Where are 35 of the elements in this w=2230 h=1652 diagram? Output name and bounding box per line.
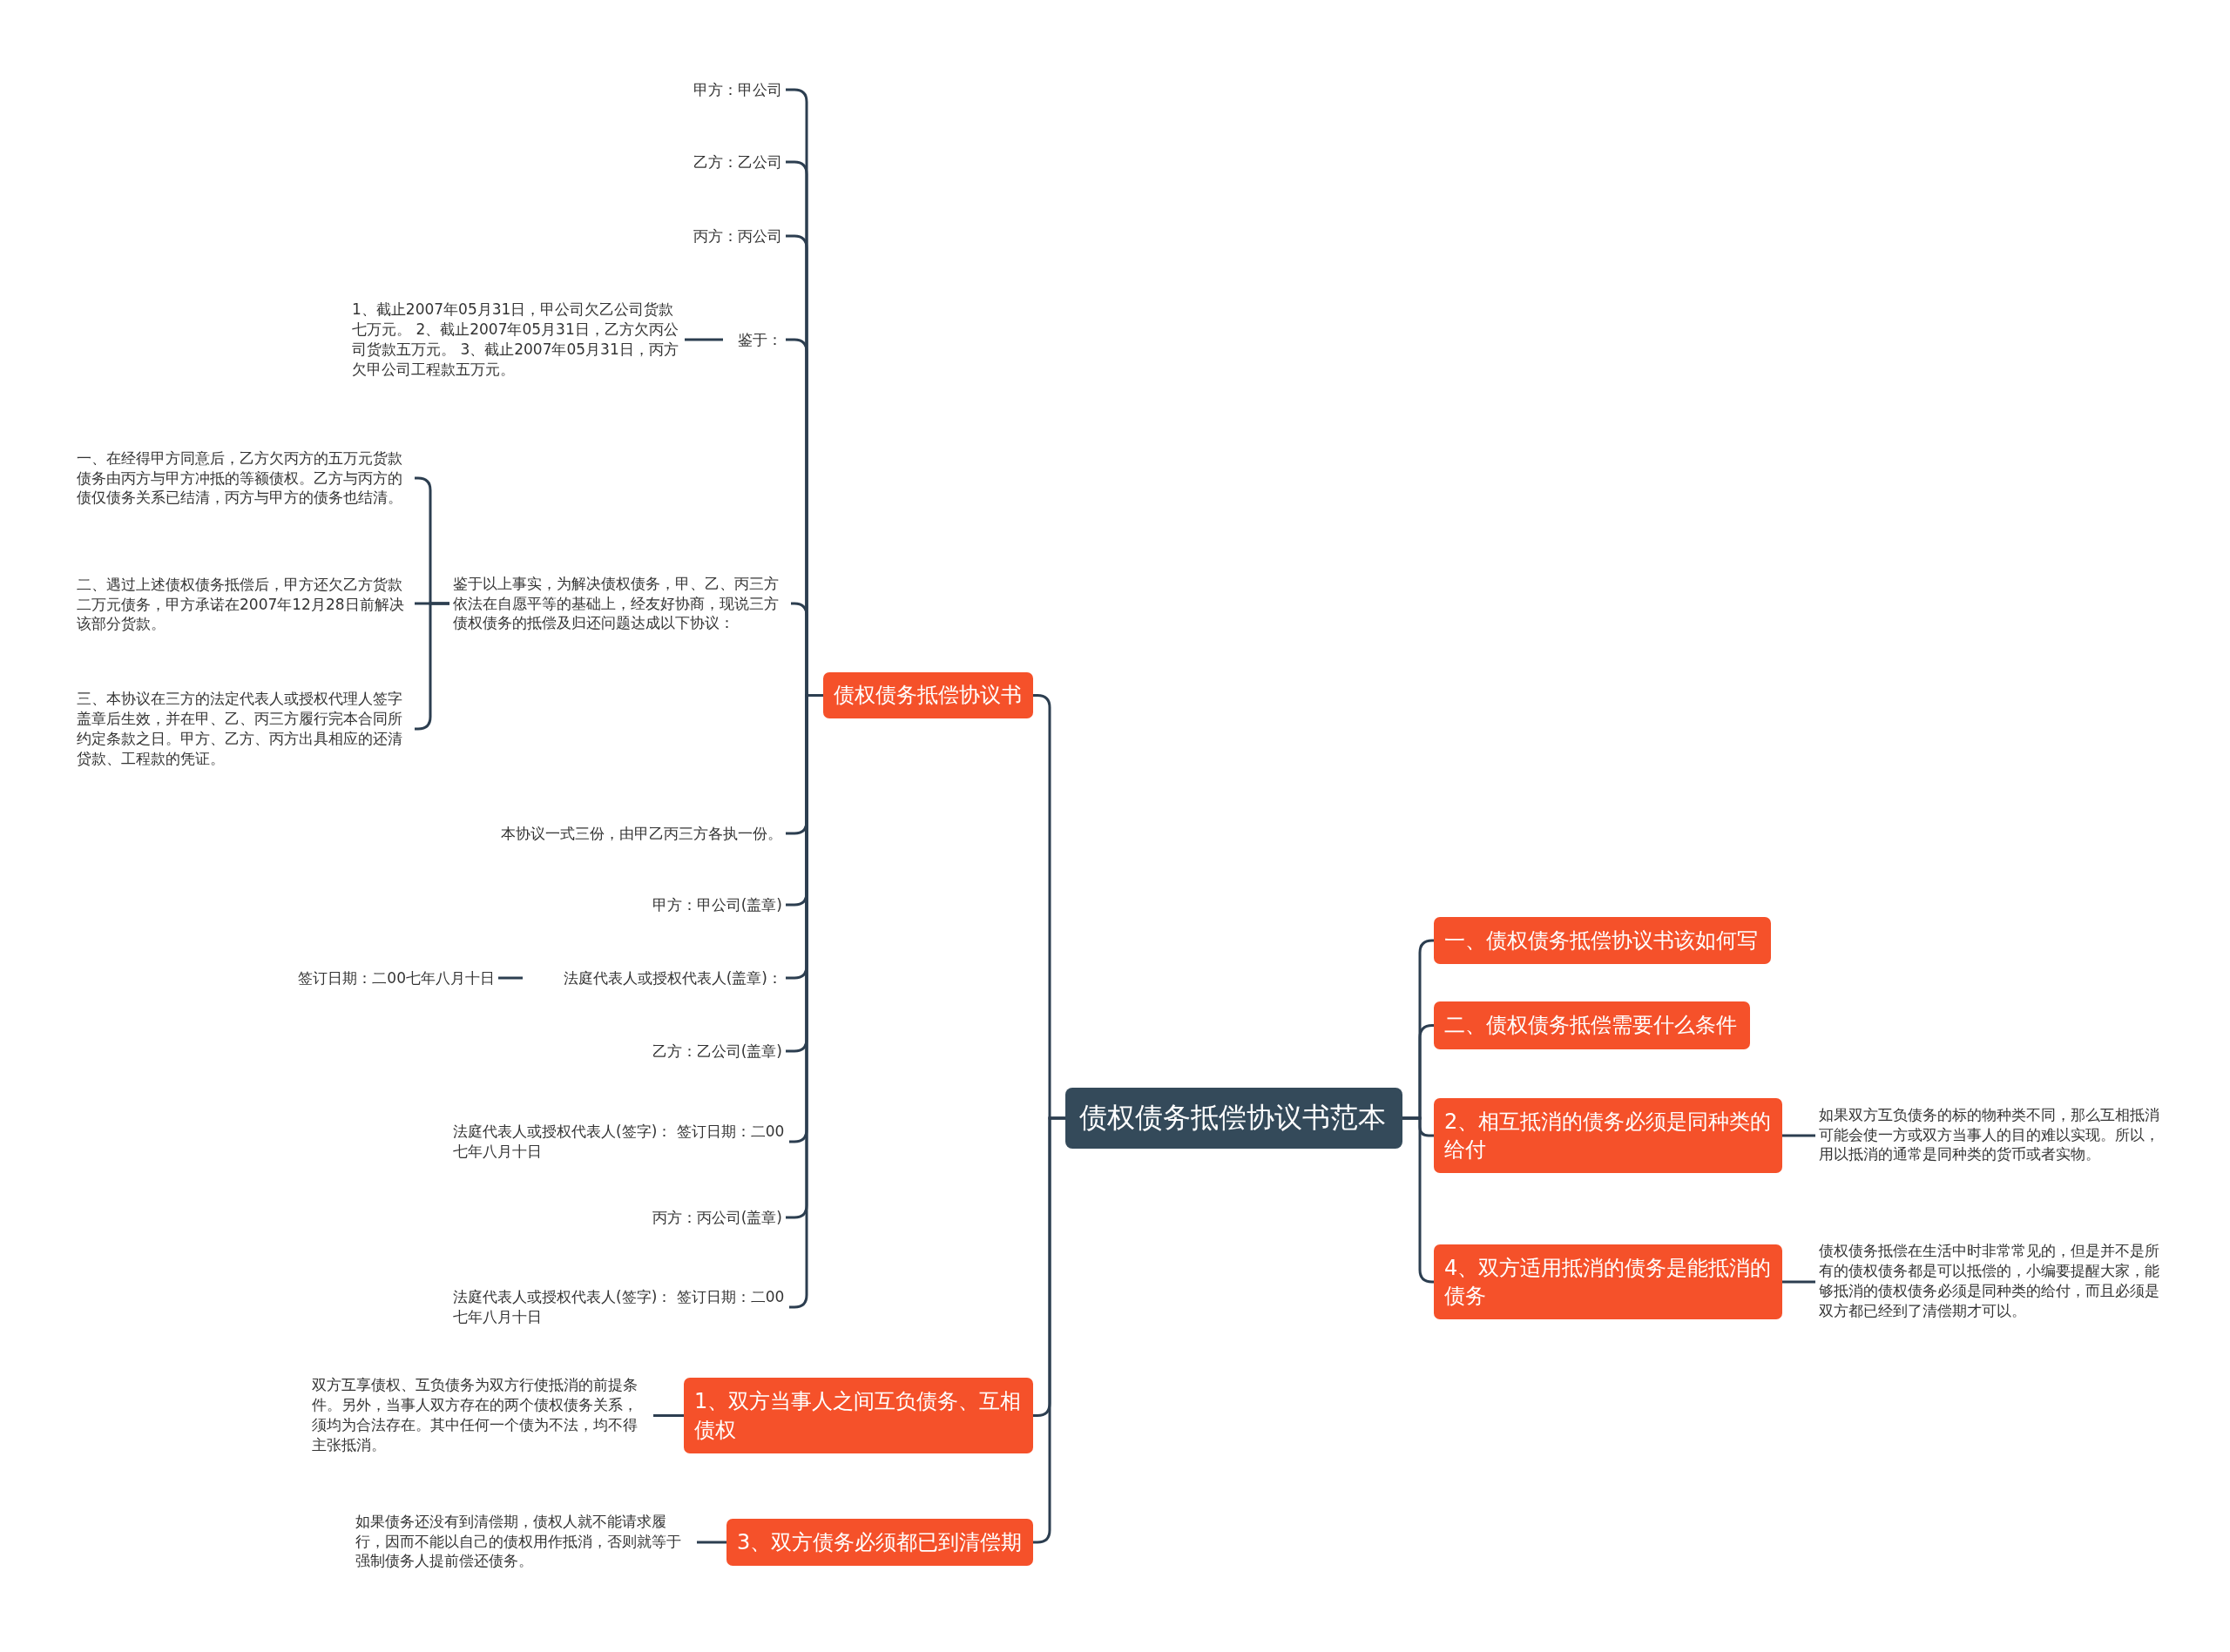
note-text: 法庭代表人或授权代表人(签字)： 签订日期：二00七年八月十日 (449, 1118, 789, 1165)
note-text: 双方互享债权、互负债务为双方行使抵消的前提条件。另外，当事人双方存在的两个债权债务关系，须均为合法存在。其中任何一个债为不法，均不得主张抵消。 (308, 1369, 653, 1461)
note-text: 如果债务还没有到清偿期，债权人就不能请求履行，因而不能以自己的债权用作抵消，否则就等于强制债务人提前偿还债务。 (352, 1507, 697, 1576)
note-text: 二、遇过上述债权债务抵偿后，甲方还欠乙方货款二万元债务，甲方承诺在2007年12月28日前解决该部分货款。 (73, 570, 415, 639)
note-text: 丙方：丙公司(盖章) (592, 1204, 786, 1231)
note-text: 一、在经得甲方同意后，乙方欠丙方的五万元货款债务由丙方与甲方冲抵的等额债权。乙方与丙方的债仅债务关系已结清，丙方与甲方的债务也结清。 (73, 432, 415, 524)
note-text: 法庭代表人或授权代表人(盖章)： (523, 965, 786, 991)
note-text: 甲方：甲公司(盖章) (592, 892, 786, 918)
note-text: 鉴于以上事实，为解决债权债务，甲、乙、丙三方依法在自愿平等的基础上，经友好协商，现说三方债权债务的抵偿及归还问题达成以下协议： (449, 557, 791, 650)
topic-box: 1、双方当事人之间互负债务、互相债权 (684, 1378, 1033, 1453)
connector-line (685, 338, 723, 341)
topic-box: 一、债权债务抵偿协议书该如何写 (1434, 917, 1771, 964)
note-text: 鉴于： (723, 327, 786, 353)
topic-box: 债权债务抵偿协议书 (823, 672, 1033, 718)
topic-box: 4、双方适用抵消的债务是能抵消的债务 (1434, 1244, 1782, 1319)
note-text: 甲方：甲公司 (662, 77, 786, 103)
note-text: 债权债务抵偿在生活中时非常常见的，但是并不是所有的债权债务都是可以抵偿的，小编要提醒大家，能够抵消的债权债务必须是同种类的给付，而且必须是双方都已经到了清偿期才可以。 (1815, 1224, 2164, 1338)
note-text: 如果双方互负债务的标的物种类不同，那么互相抵消可能会使一方或双方当事人的目的难以实现。所以，用以抵消的通常是同种类的货币或者实物。 (1815, 1089, 2164, 1181)
note-text: 三、本协议在三方的法定代表人或授权代理人签字盖章后生效，并在甲、乙、丙三方履行完本合同所约定条款之日。甲方、乙方、丙方出具相应的还清贷款、工程款的凭证。 (73, 683, 415, 775)
note-text: 法庭代表人或授权代表人(签字)： 签订日期：二00七年八月十日 (449, 1284, 789, 1331)
connector-line (653, 1414, 684, 1417)
central-topic-box: 债权债务抵偿协议书范本 (1065, 1088, 1402, 1149)
connector-line (1782, 1134, 1815, 1137)
connector-line (697, 1541, 726, 1544)
connector-line (1782, 1280, 1815, 1284)
note-text: 乙方：乙公司(盖章) (592, 1038, 786, 1064)
note-text: 丙方：丙公司 (662, 223, 786, 249)
note-text: 1、截止2007年05月31日，甲公司欠乙公司货款七万元。 2、截止2007年05月31日，乙方欠丙公司货款五万元。 3、截止2007年05月31日，丙方欠甲公司工程款五万元。 (348, 294, 685, 385)
topic-box: 二、债权债务抵偿需要什么条件 (1434, 1001, 1750, 1049)
note-text: 乙方：乙公司 (662, 149, 786, 175)
connector-line (498, 976, 523, 980)
note-text: 签订日期：二00七年八月十日 (261, 965, 498, 991)
note-text: 本协议一式三份，由甲乙丙三方各执一份。 (436, 820, 786, 846)
topic-box: 2、相互抵消的债务必须是同种类的给付 (1434, 1098, 1782, 1173)
topic-box: 3、双方债务必须都已到清偿期 (726, 1519, 1033, 1566)
